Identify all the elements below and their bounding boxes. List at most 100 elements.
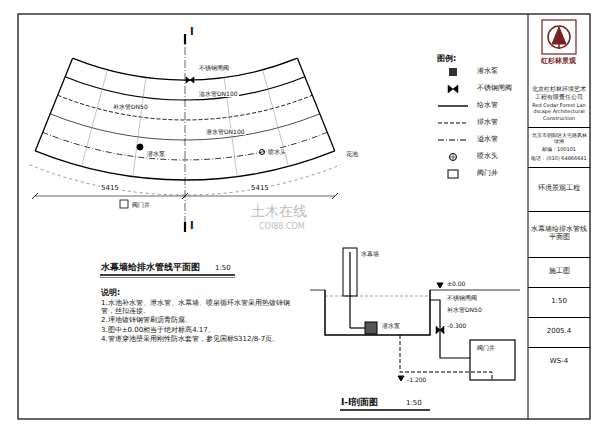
legend-heading: 图例: [436,54,457,64]
radial-line [263,70,289,167]
legend-text: 给水管 [476,101,499,109]
pipe-line-sample [438,140,468,141]
legend-text: 阀门井 [476,169,499,177]
note: 2.埋地镀锌钢管刷沥青防腐。 [100,316,297,324]
drawing-name-cell: 水幕墙给排水管线平面图 [528,211,590,257]
sheet-frame [18,14,590,419]
ground-line [310,290,520,291]
valve-symbol [436,326,444,334]
company-logo [542,20,576,54]
pipe-label: 潜水泵 [146,150,166,157]
dimension-tick [182,193,188,199]
pipe-line-sample [438,123,468,124]
legend-symbol [448,85,458,93]
section-mark: I [189,26,195,38]
valve-pit-symbol [120,200,128,208]
pipe-label: 喷水头 [267,148,287,155]
legend-symbols [438,68,468,178]
elevation-marker [437,283,443,288]
elevation-marker [398,376,404,381]
valve-pit [470,340,515,380]
elevation: ±0.00 [446,280,466,287]
part-label: 水幕墙 [360,250,380,257]
scale: 1:50 [214,264,232,272]
pump-symbol [137,144,143,150]
section-view [310,248,520,410]
scale-cell: 1:50 [528,287,590,317]
radial-gridlines [82,70,289,177]
section-mark [184,222,186,232]
date-cell: 2005.4 [528,317,590,347]
legend-text: 潜水泵 [476,67,499,75]
title-underline [340,409,430,410]
note-heading: 说明: [100,288,121,298]
logo-tree [552,27,566,44]
pump-symbol [449,68,457,76]
valve-symbol [186,77,194,83]
drain-pipe [400,335,492,380]
drawing-title: I-I剖面图 [340,397,379,408]
part-label: 不锈钢闸阀 [446,294,478,301]
watermark: COI88.COM [258,222,306,232]
pipe-label: 溢水管DN100 [198,90,239,97]
watermark: 土木在线 [250,203,308,220]
pipe-label: 阀门井 [131,201,151,208]
pool-wall [325,290,430,335]
elevation: -1.200 [406,376,427,383]
legend-text: 喷水头 [476,152,499,160]
legend-text: 排水管 [476,118,499,126]
note: 3.图中±0.00相当于绝对标高4.17。 [100,326,297,334]
pipe-label: 补水管DN50 [112,103,149,110]
logo-frame [542,20,576,54]
cell-text: 施工图 [531,267,587,276]
section-mark [184,34,186,44]
dimension-tick [332,193,338,199]
pipe-line-sample [438,105,468,106]
logo-caption: 红杉林景观 [540,57,577,65]
dimension-tick [32,193,38,199]
cell-text: 北京红杉林环境艺术工程有限责任公司 [531,85,587,100]
cell-text: 邮编：100101 [531,146,587,152]
stage-cell: 施工图 [528,257,590,287]
cell-text: 2005.4 [531,327,587,336]
cell-text: 环境景观工程 [531,184,587,193]
cell-text: 北京市朝阳区大屯路风林绿洲 [531,132,587,145]
water-level [325,296,430,297]
title-block: 北京红杉林环境艺术工程有限责任公司 Red Cedar Forest Landsc… [528,15,590,419]
spray-head-symbol [260,150,265,155]
project-cell: 环境景观工程 [528,167,590,211]
legend-symbol [449,68,457,76]
pipe-label: 补水管DN50 [446,306,483,313]
legend-text: 溢水管 [476,135,499,143]
part-label: 阀门井 [476,344,496,351]
note: 1.水池补水管、泄水管、水幕墙、喷泉循环水管采用热镀锌钢管，丝扣连接。 [100,299,297,316]
section-mark: I [189,220,195,232]
spray-head-symbol [450,154,457,161]
title-underline [100,277,235,278]
scale: 1:50 [405,399,423,407]
riser-pipe [349,252,350,328]
cell-text: Red Cedar Forest Landscape Architectural… [531,102,587,121]
pipe-label: 泄水管DN100 [205,128,246,135]
area-label: 花池 [345,150,359,157]
legend-symbol [438,123,468,124]
legend-symbol [438,106,468,107]
note: 4.管道穿池壁采用刚性防水套管，参见国标S312/8-7页。 [100,335,297,343]
radial-line [133,77,146,176]
legend-symbol [450,154,457,161]
pipe-label: 不锈钢闸阀 [198,64,230,71]
plan-view [30,34,341,278]
address-cell: 北京市朝阳区大屯路风林绿洲邮编：100101 电话：(010) 64866641 [528,127,590,167]
cell-text: 电话：(010) 64866641 [531,155,587,161]
valve-pit-symbol [448,170,458,178]
drawing-number-cell: WS-4 [528,347,590,377]
title-underline [100,274,235,275]
cell-text: 水幕墙给排水管线平面图 [531,225,587,243]
valve-symbol [448,85,458,93]
pump-pipe [350,327,365,328]
drawing-title: 水幕墙给排水管线平面图 [100,262,201,273]
legend-symbol [438,140,468,141]
pump [365,322,377,334]
cell-text: WS-4 [531,357,587,366]
